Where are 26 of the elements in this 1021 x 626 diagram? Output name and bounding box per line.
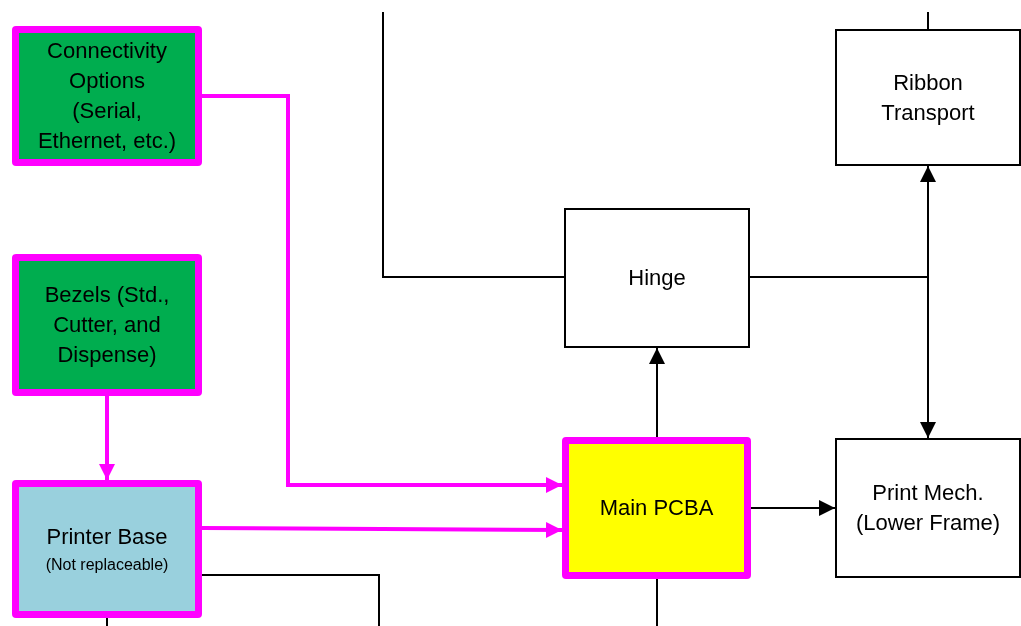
connector-line — [201, 574, 380, 626]
component-box — [12, 480, 202, 618]
component-box — [835, 438, 1021, 578]
component-label: Bezels (Std., Cutter, and Dispense) — [43, 281, 171, 369]
component-label: Printer Base — [46, 522, 168, 551]
connector-line — [927, 11, 929, 30]
connector-line — [382, 11, 565, 278]
arrow — [202, 94, 562, 493]
component-label: Hinge — [628, 264, 686, 293]
connector-line — [106, 617, 108, 626]
arrow — [750, 500, 836, 516]
component-note: (Not replaceable) — [45, 554, 169, 575]
component-label: Main PCBA — [599, 494, 714, 523]
arrow — [649, 347, 665, 438]
component-label: Ribbon Transport — [880, 68, 976, 127]
component-box — [835, 29, 1021, 166]
component-label: Print Mech. (Lower Frame) — [854, 479, 1002, 537]
component-box — [12, 26, 202, 166]
arrow — [99, 396, 115, 480]
connector-line — [656, 578, 658, 626]
component-box — [564, 208, 750, 348]
component-box — [562, 437, 751, 579]
component-box — [12, 254, 202, 396]
arrow — [202, 521, 562, 538]
component-label: Connectivity Options (Serial, Ethernet, etc.) — [36, 37, 178, 155]
arrow — [749, 276, 936, 439]
